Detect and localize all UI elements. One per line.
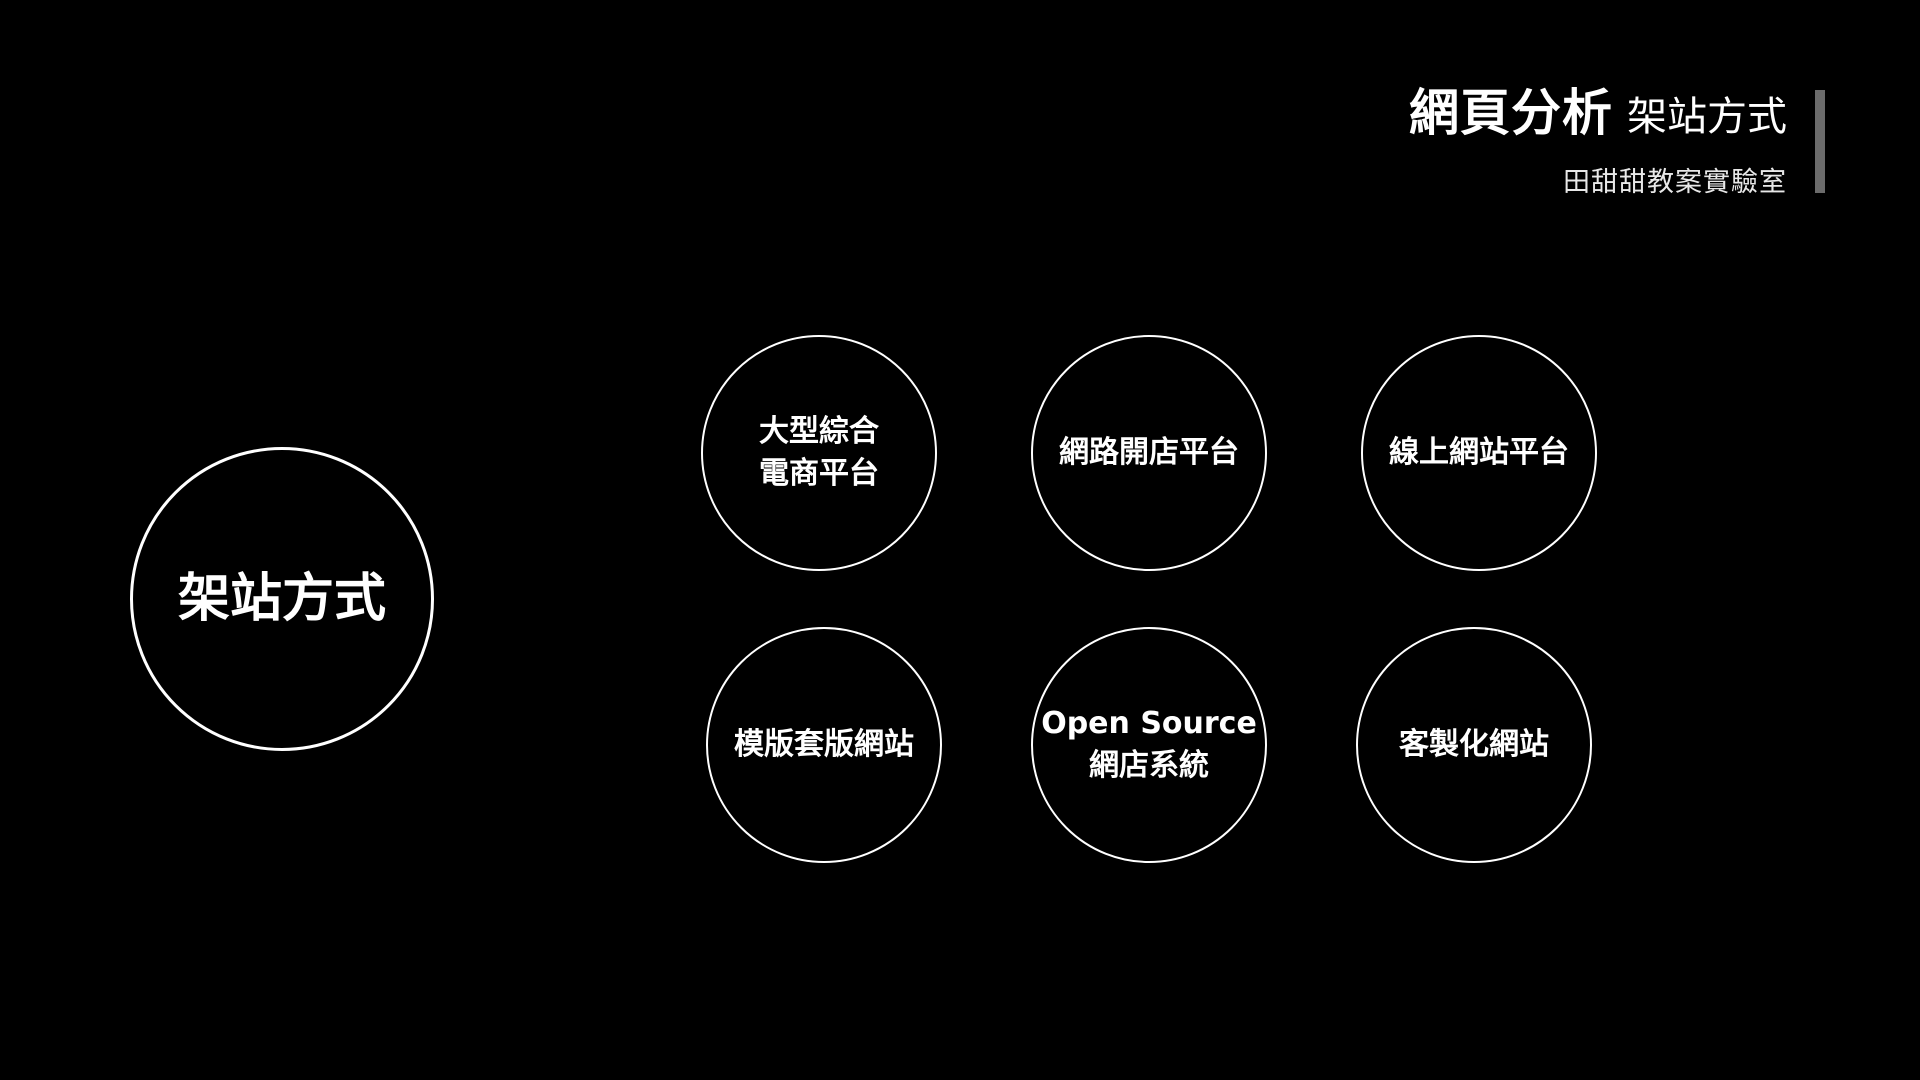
- node-label: 線上網站平台: [1389, 435, 1569, 470]
- center-node: 架站方式: [130, 447, 434, 751]
- slide-title: 網頁分析架站方式: [1409, 88, 1787, 138]
- node-template-website: 模版套版網站: [706, 627, 942, 863]
- node-label: 大型綜合 電商平台: [759, 414, 879, 491]
- node-label: 模版套版網站: [734, 727, 914, 762]
- node-label: Open Source 網店系統: [1041, 706, 1257, 783]
- accent-bar: [1815, 90, 1825, 193]
- node-custom-website: 客製化網站: [1356, 627, 1592, 863]
- node-online-store-platform: 網路開店平台: [1031, 335, 1267, 571]
- node-website-builder-platform: 線上網站平台: [1361, 335, 1597, 571]
- node-label: 網路開店平台: [1059, 435, 1239, 470]
- node-open-source-store: Open Source 網店系統: [1031, 627, 1267, 863]
- node-label: 客製化網站: [1399, 727, 1549, 762]
- node-large-ecommerce: 大型綜合 電商平台: [701, 335, 937, 571]
- title-sub: 架站方式: [1627, 94, 1787, 140]
- title-main: 網頁分析: [1409, 84, 1613, 142]
- center-node-label: 架站方式: [177, 568, 386, 629]
- slide-header: 網頁分析架站方式 田甜甜教案實驗室: [1409, 88, 1787, 199]
- slide-subtitle: 田甜甜教案實驗室: [1563, 167, 1787, 198]
